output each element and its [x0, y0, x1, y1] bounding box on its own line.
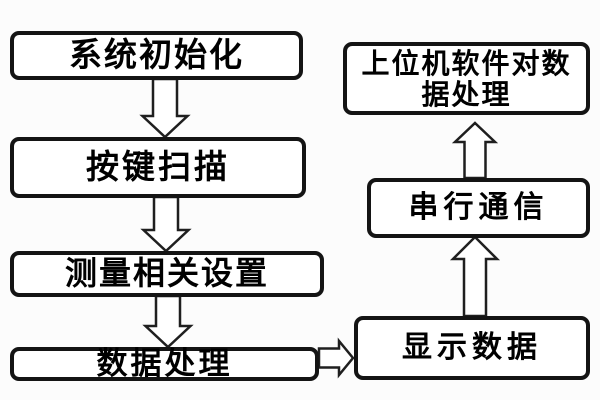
- arrow-up-serial-to-host: [451, 121, 499, 180]
- node-measure-settings-label: 测量相关设置: [64, 255, 269, 292]
- node-data-processing-label: 数据处理: [96, 345, 233, 381]
- arrow-right-dataproc-to-display: [317, 337, 355, 379]
- node-key-scan-label: 按键扫描: [86, 148, 230, 186]
- arrow-up-display-to-serial: [449, 235, 501, 318]
- node-system-init: 系统初始化: [10, 31, 303, 80]
- arrow-down-settings-to-dataproc: [142, 294, 194, 349]
- node-host-software-label-line2: 据处理: [421, 78, 512, 110]
- node-serial-comm: 串行通信: [367, 178, 590, 238]
- node-display-data-label: 显示数据: [402, 331, 542, 365]
- node-key-scan: 按键扫描: [10, 137, 306, 198]
- node-measure-settings: 测量相关设置: [10, 251, 324, 297]
- node-host-software-label-line1: 上位机软件对数: [361, 47, 572, 79]
- node-display-data: 显示数据: [354, 316, 590, 380]
- arrow-down-keyscan-to-settings: [140, 195, 192, 253]
- node-data-processing: 数据处理: [10, 347, 319, 381]
- node-system-init-label: 系统初始化: [69, 36, 244, 74]
- node-serial-comm-label: 串行通信: [408, 191, 549, 225]
- node-host-software: 上位机软件对数 据处理: [343, 42, 590, 115]
- arrow-down-init-to-keyscan: [139, 77, 191, 139]
